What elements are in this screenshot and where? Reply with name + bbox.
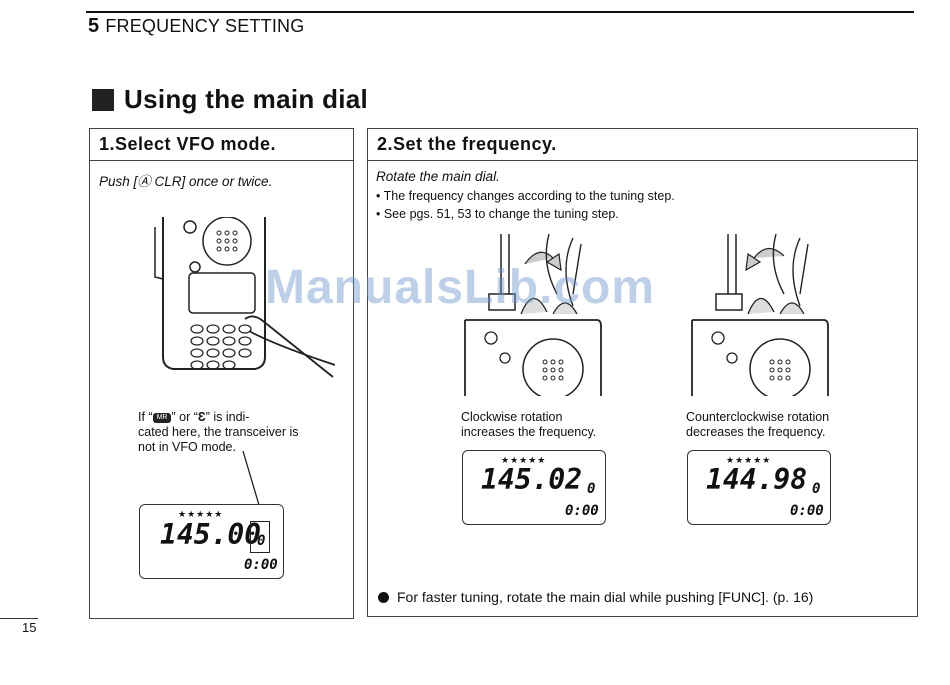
step2-header: 2.Set the frequency. — [368, 129, 917, 161]
page-number: 15 — [22, 620, 37, 635]
step1-panel: 1.Select VFO mode. Push [Ⓐ CLR] once or … — [89, 128, 354, 619]
lcd-frequency: 145.00 — [160, 518, 262, 551]
step2-bullet-2: • See pgs. 51, 53 to change the tuning s… — [376, 207, 619, 221]
step2-instruction: Rotate the main dial. — [376, 169, 500, 184]
step1-note: If “MR” or “Ɛ” is indi- cated here, the … — [138, 410, 338, 455]
main-heading: Using the main dial — [92, 84, 368, 115]
memory-indicator-glyph: Ɛ — [197, 410, 206, 424]
lcd-time: 0:00 — [565, 503, 599, 519]
clockwise-caption: Clockwise rotation increases the frequen… — [461, 410, 597, 439]
bullet-dot-icon — [378, 591, 389, 603]
section-number: 5 — [88, 15, 100, 37]
heading-square-icon — [92, 88, 114, 111]
step1-instruction: Push [Ⓐ CLR] once or twice. — [99, 174, 273, 189]
lcd-channel: 0 — [257, 533, 266, 549]
counterclockwise-dial-illustration — [691, 234, 829, 396]
note-line1: If “MR” or “Ɛ” is indi- — [138, 410, 250, 424]
transceiver-front-illustration — [154, 217, 335, 378]
counterclockwise-caption: Counterclockwise rotation decreases the … — [686, 410, 830, 439]
signal-stars: ★★★★★ — [726, 455, 772, 465]
lcd-time: 0:00 — [244, 557, 278, 573]
page-title: Using the main dial — [124, 84, 369, 114]
watermark: ManualsLib.com — [265, 261, 656, 314]
lcd-time: 0:00 — [790, 503, 824, 519]
signal-stars: ★★★★★ — [501, 455, 547, 465]
note-line2: cated here, the transceiver is — [138, 425, 299, 439]
signal-stars: ★★★★★ — [178, 509, 224, 519]
lcd-display-vfo-check: ★★★★★ 145.00 0 0:00 — [139, 504, 284, 579]
tip-text: For faster tuning, rotate the main dial … — [397, 589, 814, 605]
note-line3: not in VFO mode. — [138, 440, 236, 454]
lcd-frequency: 144.98 — [706, 463, 808, 496]
lcd-frequency: 145.02 — [481, 463, 583, 496]
step1-title: 1.Select VFO mode. — [99, 134, 277, 154]
section-title: FREQUENCY SETTING — [105, 16, 305, 36]
lcd-display-clockwise: ★★★★★ 145.02 0 0:00 — [462, 450, 606, 525]
header-rule — [86, 11, 914, 13]
step1-header: 1.Select VFO mode. — [90, 129, 353, 161]
lcd-channel: 0 — [587, 481, 596, 497]
channel-indicator-box — [250, 521, 270, 553]
step2-panel: 2.Set the frequency. Rotate the main dia… — [367, 128, 918, 617]
step2-bullet-1: • The frequency changes according to the… — [376, 189, 675, 203]
mr-badge-icon: MR — [152, 412, 172, 423]
step2-title: 2.Set the frequency. — [377, 134, 557, 154]
lcd-display-counterclockwise: ★★★★★ 144.98 0 0:00 — [687, 450, 831, 525]
tip-row: For faster tuning, rotate the main dial … — [378, 589, 813, 605]
page-number-rule — [0, 618, 38, 619]
clockwise-dial-illustration — [464, 234, 602, 396]
lcd-channel: 0 — [812, 481, 821, 497]
